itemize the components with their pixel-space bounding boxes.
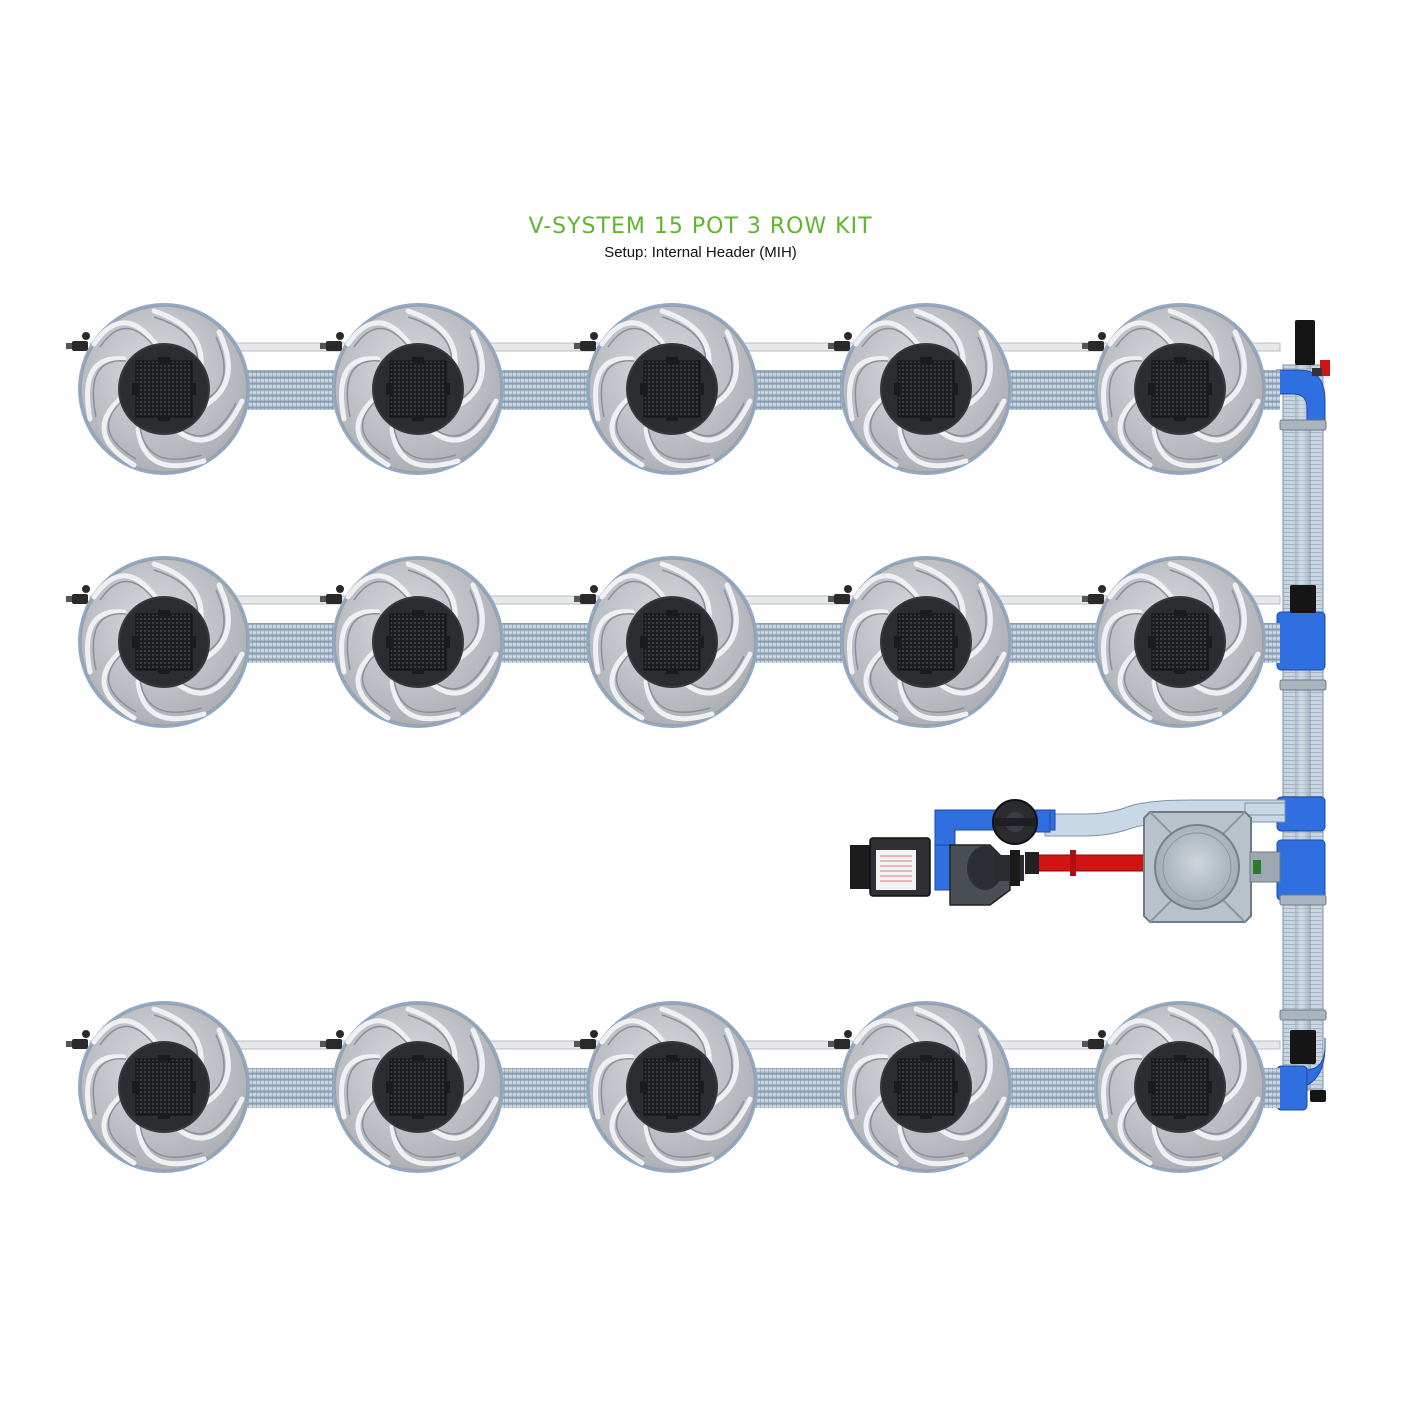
drip-fitting [1082,1030,1106,1049]
drip-fitting [828,585,852,604]
pot-icon [78,556,250,728]
drip-fitting [66,585,90,604]
pot-icon [78,303,250,475]
reservoir-icon [1143,811,1281,923]
drip-fitting [1082,332,1106,351]
pot-icon [1094,556,1266,728]
drip-fitting [574,1030,598,1049]
diagram-title: V-SYSTEM 15 POT 3 ROW KIT [528,214,873,239]
drip-fitting [828,332,852,351]
header-manifold [1276,320,1330,1111]
return-line [1025,850,1146,876]
pot-icon [840,303,1012,475]
drip-fitting [1082,585,1106,604]
pot-icon [840,556,1012,728]
pot-icon [586,1001,758,1173]
diagram-subtitle: Setup: Internal Header (MIH) [604,244,797,261]
pot-icon [586,303,758,475]
drip-fitting [320,1030,344,1049]
pot-icon [332,303,504,475]
controller-icon [850,837,931,897]
drip-fitting [320,332,344,351]
pot-icon [78,1001,250,1173]
drip-fitting [320,585,344,604]
drip-fitting [574,332,598,351]
drip-fitting [66,1030,90,1049]
drip-fitting [66,332,90,351]
pot-icon [332,556,504,728]
pot-icon [586,556,758,728]
pump-icon [949,844,1024,906]
pot-icon [332,1001,504,1173]
drip-fitting [574,585,598,604]
pot-icon [840,1001,1012,1173]
pot-icon [1094,1001,1266,1173]
drip-fitting [828,1030,852,1049]
pot-icon [1094,303,1266,475]
filter-icon [992,799,1038,845]
